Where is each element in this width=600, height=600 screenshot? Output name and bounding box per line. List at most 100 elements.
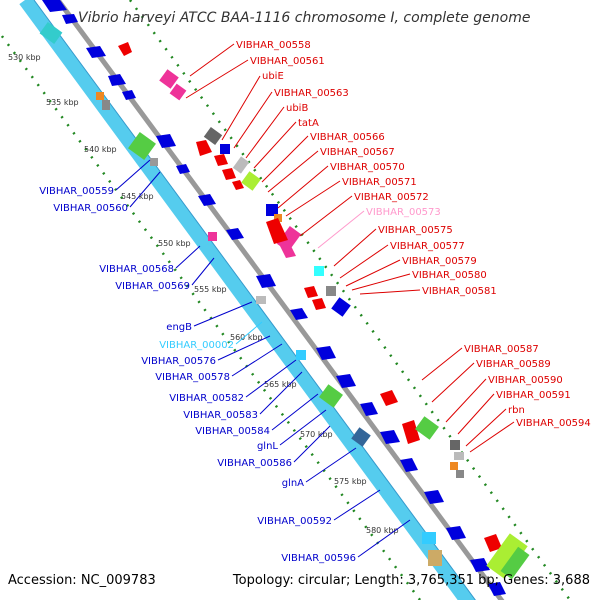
right-gene-label[interactable]: VIBHAR_00579 <box>402 256 477 267</box>
tick-label: 550 kbp <box>158 239 191 248</box>
right-features <box>118 42 530 580</box>
left-gene-label[interactable]: engB <box>166 322 192 333</box>
right-label-leader <box>345 259 401 287</box>
tick-label: 535 kbp <box>46 98 79 107</box>
right-gene-label[interactable]: VIBHAR_00561 <box>250 56 325 67</box>
right-gene-label[interactable]: VIBHAR_00566 <box>310 132 385 143</box>
right-gene-label[interactable]: VIBHAR_00577 <box>390 241 465 252</box>
tick-labels: 530 kbp 535 kbp 540 kbp 545 kbp 550 kbp 555 k… <box>8 53 399 535</box>
left-label-leader <box>259 371 303 415</box>
right-label-leader <box>221 75 261 141</box>
right-gene-label[interactable]: VIBHAR_00575 <box>378 225 453 236</box>
right-gene-label[interactable]: VIBHAR_00594 <box>516 418 591 429</box>
left-gene-label[interactable]: VIBHAR_00569 <box>115 281 190 292</box>
left-gene-label[interactable]: VIBHAR_00560 <box>53 203 128 214</box>
tick-label: 530 kbp <box>8 53 41 62</box>
right-label-leader <box>457 393 495 435</box>
left-gene-label[interactable]: VIBHAR_00586 <box>217 458 292 469</box>
left-label-leader <box>279 409 327 446</box>
topology-text: Topology: circular; Length: 3,765,351 bp… <box>232 573 590 588</box>
left-gene-label[interactable]: VIBHAR_00596 <box>281 553 356 564</box>
tick-label: 580 kbp <box>366 526 399 535</box>
right-gene-label[interactable]: VIBHAR_00570 <box>330 162 405 173</box>
left-gene-label[interactable]: VIBHAR_00582 <box>169 393 244 404</box>
right-gene-label[interactable]: VIBHAR_00563 <box>274 88 349 99</box>
right-gene-label[interactable]: VIBHAR_00589 <box>476 359 551 370</box>
left-gene-label[interactable]: glnA <box>282 478 304 489</box>
right-gene-label[interactable]: rbn <box>508 405 525 416</box>
right-label-leader <box>465 408 507 447</box>
tick-label: 565 kbp <box>264 380 297 389</box>
right-gene-label[interactable]: VIBHAR_00567 <box>320 147 395 158</box>
right-gene-label[interactable]: VIBHAR_00591 <box>496 390 571 401</box>
right-gene-label[interactable]: VIBHAR_00558 <box>236 40 311 51</box>
tick-label: 555 kbp <box>194 285 227 294</box>
right-gene-label[interactable]: VIBHAR_00581 <box>422 286 497 297</box>
left-gene-label[interactable]: VIBHAR_00592 <box>257 516 332 527</box>
right-label-leader <box>339 244 389 279</box>
left-label-leader <box>115 159 151 191</box>
ring-genes <box>42 0 506 596</box>
right-gene-label[interactable]: VIBHAR_00580 <box>412 270 487 281</box>
left-label-leader <box>245 359 297 398</box>
left-label-leader <box>129 171 161 208</box>
right-gene-label[interactable]: ubiB <box>286 103 308 114</box>
right-label-leader <box>421 347 463 381</box>
right-label-leader <box>469 421 515 453</box>
right-gene-label[interactable]: tatA <box>298 118 319 129</box>
left-gene-label[interactable]: VIBHAR_00576 <box>141 356 216 367</box>
left-gene-label[interactable]: VIBHAR_00584 <box>195 426 270 437</box>
left-label-leader <box>217 335 271 361</box>
left-gene-label[interactable]: VIBHAR_00568 <box>99 264 174 275</box>
right-label-leader <box>245 106 285 159</box>
right-label-leader <box>333 228 377 267</box>
right-label-leader <box>431 362 475 403</box>
tick-label: 570 kbp <box>300 430 333 439</box>
right-label-leader <box>189 43 235 77</box>
right-label-leader <box>185 59 249 99</box>
right-gene-label[interactable]: ubiE <box>262 71 284 82</box>
right-gene-label[interactable]: VIBHAR_00587 <box>464 344 539 355</box>
right-label-leader <box>267 150 319 193</box>
left-label-leader <box>193 301 253 327</box>
right-gene-label[interactable]: VIBHAR_00590 <box>488 375 563 386</box>
left-label-leader <box>231 343 283 377</box>
left-label-leader <box>357 519 411 558</box>
inner-dotted-guide <box>0 31 422 600</box>
left-gene-label[interactable]: VIBHAR_00583 <box>183 410 258 421</box>
right-gene-label[interactable]: VIBHAR_00571 <box>342 177 417 188</box>
tick-label: 540 kbp <box>84 145 117 154</box>
left-label-leader <box>293 425 331 463</box>
left-gene-label[interactable]: VIBHAR_00578 <box>155 372 230 383</box>
right-gene-label[interactable]: VIBHAR_00572 <box>354 192 429 203</box>
left-features <box>39 22 442 566</box>
left-label-leader <box>175 245 201 269</box>
right-label-leader <box>299 195 353 237</box>
tick-label: 545 kbp <box>121 192 154 201</box>
left-label-leader <box>271 393 319 431</box>
right-label-leader <box>317 210 365 249</box>
left-gene-label[interactable]: VIBHAR_00559 <box>39 186 114 197</box>
right-label-leader <box>253 121 297 169</box>
left-label-leader <box>305 447 357 483</box>
right-label-leader <box>261 135 309 183</box>
map-title: Vibrio harveyi ATCC BAA-1116 chromosome … <box>78 10 530 26</box>
tick-label: 560 kbp <box>230 333 263 342</box>
backbone-line <box>55 0 505 600</box>
left-gene-label[interactable]: VIBHAR_00002 <box>159 340 234 351</box>
tick-label: 575 kbp <box>334 477 367 486</box>
left-gene-label[interactable]: glnL <box>257 441 278 452</box>
accession-text: Accession: NC_009783 <box>8 573 156 588</box>
ring-band <box>19 0 476 600</box>
left-label-leader <box>191 257 215 286</box>
right-label-leader <box>285 180 341 217</box>
right-label-leader <box>445 378 487 423</box>
right-gene-label[interactable]: VIBHAR_00573 <box>366 207 441 218</box>
right-label-leader <box>351 273 411 291</box>
left-label-leader <box>333 489 381 521</box>
right-label-leader <box>277 165 329 209</box>
left-label-leader <box>235 321 263 345</box>
outer-dotted-guide <box>128 0 572 600</box>
left-gene-labels: VIBHAR_00559VIBHAR_00560VIBHAR_00568VIBH… <box>39 159 411 564</box>
